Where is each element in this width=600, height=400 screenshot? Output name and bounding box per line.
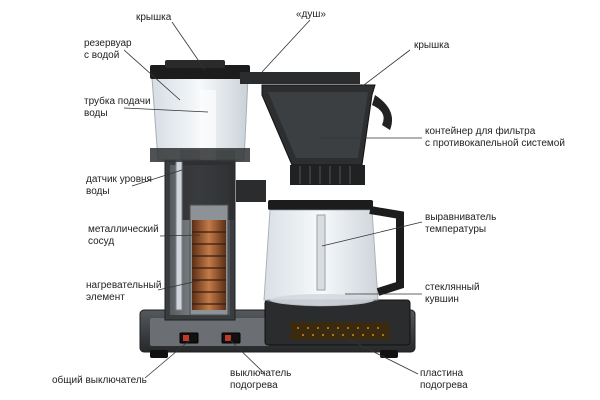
glass-jug bbox=[263, 200, 404, 307]
label-filter-container: контейнер для фильтра с противокапельной… bbox=[425, 126, 565, 149]
support-arm bbox=[236, 180, 266, 202]
label-reservoir: резервуар с водой bbox=[84, 38, 132, 61]
label-temp-equalizer: выравниватель температуры bbox=[425, 212, 497, 235]
label-water-tube: трубка подачи воды bbox=[84, 96, 151, 119]
shower-arm bbox=[240, 72, 360, 84]
filter-container bbox=[261, 84, 393, 185]
warming-plate-dots bbox=[297, 327, 384, 336]
label-warmer-switch: выключатель подогрева bbox=[230, 368, 292, 391]
reservoir bbox=[150, 60, 250, 162]
label-shower: «душ» bbox=[296, 9, 326, 20]
label-main-switch: общий выключатель bbox=[52, 375, 147, 386]
label-metal-vessel: металлический сосуд bbox=[88, 224, 159, 247]
label-lid-reservoir: крышка bbox=[136, 12, 172, 23]
label-glass-jug: стеклянный кувшин bbox=[425, 282, 480, 305]
water-tube bbox=[175, 159, 183, 311]
label-lid-filter: крышка bbox=[414, 40, 450, 51]
label-heating-element: нагревательный элемент bbox=[86, 280, 162, 303]
leader-lines bbox=[123, 19, 423, 379]
label-warming-plate: пластина подогрева bbox=[420, 368, 468, 391]
water-column bbox=[164, 150, 236, 321]
heating-coil bbox=[192, 220, 226, 310]
label-level-sensor: датчик уровня воды bbox=[86, 174, 152, 197]
